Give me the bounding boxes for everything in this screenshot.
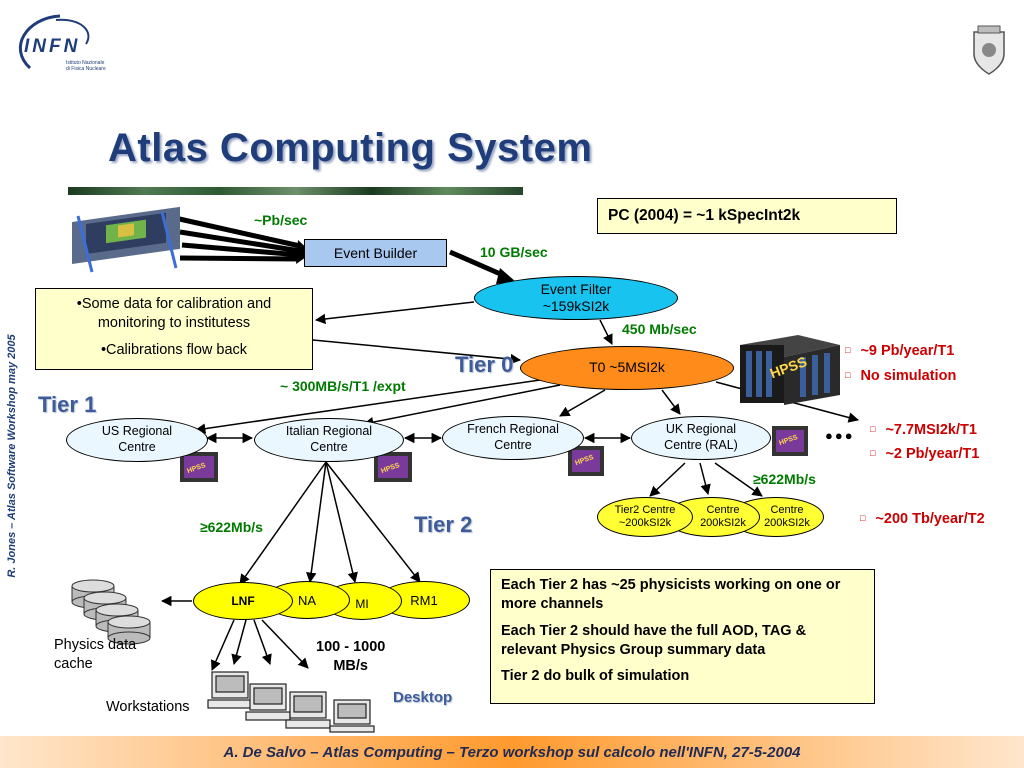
desktop-rate-label: 100 - 1000 MB/s — [316, 638, 385, 676]
calibration-note-line1: •Some data for calibration and monitorin… — [76, 296, 272, 331]
infn-logo-subtitle: Istituto Nazionale di Fisica Nucleare — [66, 60, 106, 72]
tier2-centre-2-label: Centre — [706, 503, 740, 516]
tier2-label: Tier 2 — [414, 512, 473, 537]
tier2-info-line3: Tier 2 do bulk of simulation — [501, 668, 690, 685]
physics-data-cache-image — [71, 579, 151, 645]
detector-rate-label: ~Pb/sec — [254, 212, 308, 228]
event-filter-capacity: ~159kSI2k — [542, 298, 610, 314]
server-image-it — [374, 452, 412, 482]
tier2-centre-1-label: Tier2 Centre — [614, 503, 676, 516]
pc-spec-box: PC (2004) = ~1 kSpecInt2k — [597, 198, 897, 234]
server-image-us — [180, 452, 218, 482]
tier3-site-lnf: LNF — [193, 582, 293, 620]
desktop-rate-line1: 100 - 1000 — [316, 639, 386, 655]
infn-logo-letters: INFN — [24, 36, 81, 57]
event-filter-label: Event Filter — [540, 280, 612, 297]
us-regional-centre-line1: US Regional — [101, 424, 173, 439]
italian-regional-centre-line1: Italian Regional — [285, 424, 373, 439]
desktop-label: Desktop — [393, 689, 453, 706]
physics-data-cache-label: Physics data cache — [54, 636, 136, 674]
tier2-centre-1-capacity: ~200kSI2k — [618, 517, 672, 529]
footer-topic: Atlas Computing — [322, 743, 443, 761]
calibration-note-line2: •Calibrations flow back — [100, 341, 248, 358]
bullet-icon: □ — [870, 448, 876, 458]
t0-note-1-text: ~9 Pb/year/T1 — [860, 343, 955, 359]
side-credit-text: R. Jones – Atlas Software Workshop may 2… — [6, 334, 18, 578]
page-title: Atlas Computing System — [108, 126, 593, 170]
t2-note: □ ~200 Tb/year/T2 — [860, 511, 985, 527]
t2-note-text: ~200 Tb/year/T2 — [875, 511, 985, 527]
uk-tier2-rate-label: ≥622Mb/s — [753, 471, 816, 487]
uk-regional-centre-line2: Centre (RAL) — [664, 438, 738, 452]
italian-tier2-rate-label: ≥622Mb/s — [200, 519, 263, 535]
footer-event: – Terzo workshop sul calcolo nell'INFN, … — [446, 743, 801, 761]
infn-logo-subtitle-line2: di Fisica Nucleare — [66, 66, 106, 72]
bullet-icon: □ — [845, 345, 851, 355]
workstations-image — [207, 671, 375, 733]
server-image-fr — [568, 446, 604, 476]
detector-arrows — [174, 215, 301, 262]
server-image-uk — [772, 426, 808, 456]
tier1-rate-label: ~ 300MB/s/T1 /expt — [280, 378, 406, 394]
tier2-info-line1: Each Tier 2 has ~25 physicists working o… — [501, 577, 841, 612]
footer-bar: A. De Salvo – Atlas Computing – Terzo wo… — [0, 736, 1024, 768]
bullet-icon: □ — [860, 513, 866, 523]
t0-note-1: □ ~9 Pb/year/T1 — [845, 343, 954, 359]
tier2-centre-3-label: Centre — [770, 503, 804, 516]
tier2-centre-3-capacity: 200kSI2k — [764, 517, 810, 529]
t0-note-2-text: No simulation — [860, 368, 957, 384]
t1-note-1-text: ~7.7MSI2k/T1 — [885, 422, 977, 438]
more-centres-ellipsis-icon: ●●● — [825, 428, 855, 443]
french-regional-centre-line1: French Regional — [467, 422, 559, 437]
detector-image — [72, 206, 180, 273]
hpss-server-image — [740, 335, 840, 405]
tier2-centre-node-1: Tier2 Centre~200kSI2k — [597, 497, 693, 537]
t0-note-2: □ No simulation — [845, 368, 956, 384]
t1-note-2-text: ~2 Pb/year/T1 — [885, 446, 980, 462]
bullet-icon: □ — [870, 424, 876, 434]
bullet-icon: □ — [845, 370, 851, 380]
italian-regional-centre-line2: Centre — [310, 440, 348, 454]
title-underline-bar — [68, 187, 523, 195]
uk-regional-centre-line1: UK Regional — [665, 422, 737, 437]
tier0-label: Tier 0 — [455, 352, 514, 377]
physics-data-cache-line1: Physics data — [54, 637, 137, 653]
infn-logo: INFN Istituto Nazionale di Fisica Nuclea… — [12, 12, 122, 80]
desktop-rate-line2: MB/s — [333, 657, 368, 674]
infn-logo-subtitle-line1: Istituto Nazionale — [66, 60, 105, 66]
calibration-note-box: •Some data for calibration and monitorin… — [35, 288, 313, 370]
university-crest-icon — [973, 25, 1005, 75]
event-builder-rate-label: 10 GB/sec — [480, 244, 548, 260]
t0-node: T0 ~5MSI2k — [520, 346, 734, 390]
french-regional-centre-line2: Centre — [494, 438, 532, 452]
tier3-site-mi-label: MI — [355, 597, 369, 611]
infn-logo-mark — [18, 14, 90, 70]
workstations-label: Workstations — [106, 699, 190, 715]
t1-note-1: □ ~7.7MSI2k/T1 — [870, 422, 977, 438]
event-builder-box: Event Builder — [304, 239, 447, 267]
event-filter-node: Event Filter~159kSI2k — [474, 276, 678, 320]
event-filter-rate-label: 450 Mb/sec — [622, 321, 697, 337]
tier2-centre-2-capacity: 200kSI2k — [700, 517, 746, 529]
physics-data-cache-line2: cache — [54, 655, 93, 672]
footer-author: A. De Salvo – — [223, 743, 319, 761]
tier2-info-line2: Each Tier 2 should have the full AOD, TA… — [501, 622, 807, 658]
t1-note-2: □ ~2 Pb/year/T1 — [870, 446, 979, 462]
tier2-info-box: Each Tier 2 has ~25 physicists working o… — [490, 569, 875, 704]
tier1-label: Tier 1 — [38, 392, 97, 417]
us-regional-centre-line2: Centre — [118, 440, 156, 454]
